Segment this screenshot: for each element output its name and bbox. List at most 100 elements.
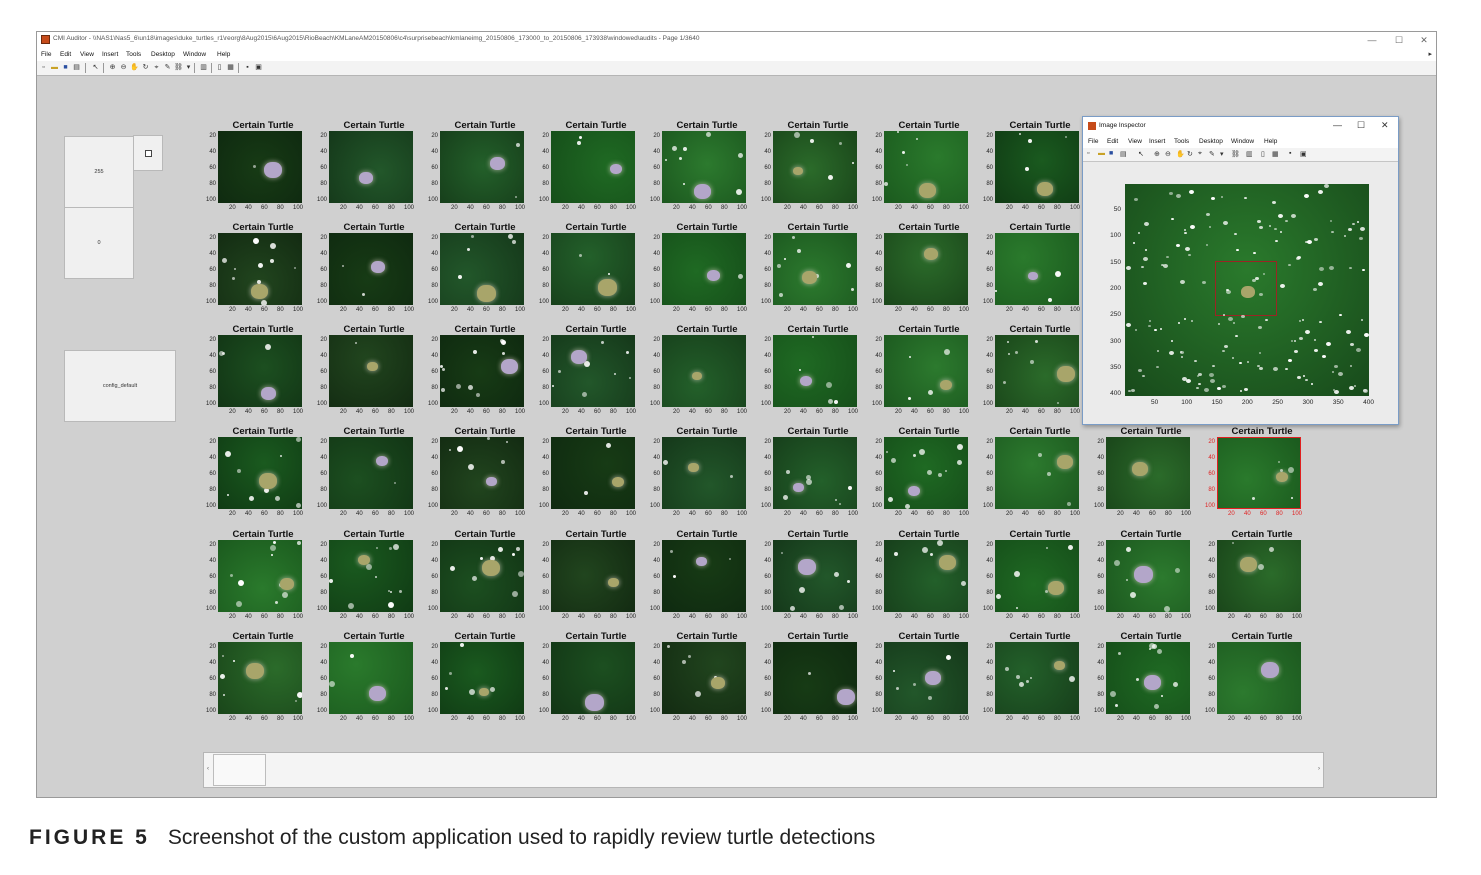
open-icon[interactable]: ▬ (51, 64, 58, 71)
pan-icon[interactable]: ✋ (130, 64, 139, 71)
inspector-menu-insert[interactable]: Insert (1149, 138, 1166, 145)
tile-image[interactable] (1106, 437, 1190, 509)
zoom-out-icon[interactable]: ⊖ (1165, 151, 1171, 158)
tile-image[interactable] (551, 233, 635, 305)
open-icon[interactable]: ▬ (1098, 150, 1105, 157)
inspector-menu-edit[interactable]: Edit (1107, 138, 1119, 145)
tile-image[interactable] (773, 437, 857, 509)
tile-image[interactable] (329, 642, 413, 714)
menu-edit[interactable]: Edit (60, 51, 72, 58)
tile-image[interactable] (662, 540, 746, 612)
link-icon[interactable]: ⛓ (1231, 151, 1240, 158)
tile-image[interactable] (551, 437, 635, 509)
tile-image[interactable] (995, 131, 1079, 203)
config-button[interactable]: config_default (64, 350, 176, 422)
dock-icon[interactable]: ▣ (1300, 151, 1307, 158)
tile-image[interactable] (329, 335, 413, 407)
tile-image[interactable] (551, 131, 635, 203)
tile-image[interactable] (995, 540, 1079, 612)
tile-image[interactable] (329, 437, 413, 509)
tile-image[interactable] (1106, 540, 1190, 612)
auto-checkbox[interactable] (144, 149, 152, 157)
menu-view[interactable]: View (80, 51, 94, 58)
menu-insert[interactable]: Insert (102, 51, 119, 58)
data-cursor-icon[interactable]: ⌖ (1198, 150, 1202, 157)
tile-image[interactable] (884, 131, 968, 203)
tile-image[interactable] (440, 642, 524, 714)
dropdown-icon[interactable]: ▾ (186, 64, 191, 71)
scroll-right-arrow-icon[interactable]: › (1318, 766, 1320, 772)
brush-icon[interactable]: ✎ (1209, 151, 1215, 158)
tile-image[interactable] (551, 335, 635, 407)
menu-window[interactable]: Window (183, 51, 207, 58)
dropdown-icon[interactable]: ▾ (1220, 151, 1224, 158)
link-icon[interactable]: ⛓ (174, 64, 183, 71)
tile-image[interactable] (884, 540, 968, 612)
tile-image[interactable] (440, 131, 524, 203)
tile-image[interactable] (440, 233, 524, 305)
tile-image[interactable] (773, 540, 857, 612)
maximize-button[interactable]: ☐ (1394, 35, 1404, 45)
tile-image[interactable] (662, 437, 746, 509)
inspector-close-button[interactable]: ✕ (1381, 120, 1389, 130)
tile-image[interactable] (1217, 437, 1301, 509)
tile-image[interactable] (884, 335, 968, 407)
tile-image[interactable] (773, 233, 857, 305)
hide-plot-icon[interactable]: ▦ (1272, 151, 1279, 158)
print-icon[interactable]: ▤ (73, 64, 80, 71)
tile-image[interactable] (662, 335, 746, 407)
menu-file[interactable]: File (41, 51, 52, 58)
tile-image[interactable] (218, 642, 302, 714)
dock-icon[interactable]: ▣ (255, 64, 262, 71)
tile-image[interactable] (884, 233, 968, 305)
zoom-in-icon[interactable]: ⊕ (1154, 151, 1160, 158)
pointer-icon[interactable]: ↖ (92, 64, 99, 71)
tile-image[interactable] (995, 642, 1079, 714)
tile-image[interactable] (329, 233, 413, 305)
tile-image[interactable] (551, 642, 635, 714)
zoomed-water-image[interactable] (1125, 184, 1369, 396)
tile-image[interactable] (329, 540, 413, 612)
menu-desktop[interactable]: Desktop (151, 51, 175, 58)
menu-tools[interactable]: Tools (126, 51, 142, 58)
inspector-menu-file[interactable]: File (1088, 138, 1099, 145)
tile-image[interactable] (218, 131, 302, 203)
inspector-menu-view[interactable]: View (1128, 138, 1142, 145)
menu-overflow-arrow-icon[interactable]: ▸ (1428, 51, 1432, 58)
tile-image[interactable] (773, 642, 857, 714)
tile-image[interactable] (884, 437, 968, 509)
tile-image[interactable] (1106, 642, 1190, 714)
page-scrollbar[interactable]: ‹ › (203, 752, 1324, 788)
inspector-menu-window[interactable]: Window (1231, 138, 1255, 145)
menu-help[interactable]: Help (217, 51, 231, 58)
tile-image[interactable] (218, 540, 302, 612)
